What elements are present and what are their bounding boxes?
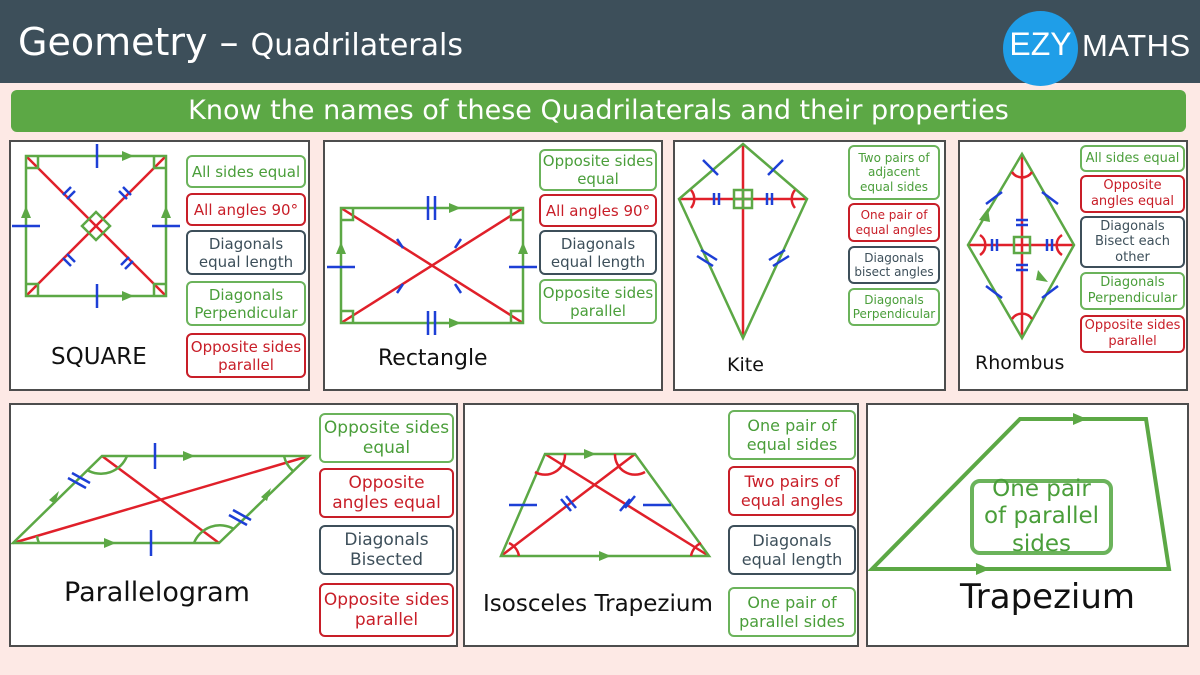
parallelogram-name: Parallelogram: [64, 577, 250, 608]
isosceles-trapezium-panel: Isosceles Trapezium One pair of equal si…: [463, 403, 859, 647]
isosceles-trapezium-name: Isosceles Trapezium: [483, 591, 713, 617]
square-prop-diag-perp: Diagonals Perpendicular: [186, 281, 306, 326]
rectangle-prop-parallel: Opposite sides parallel: [539, 279, 657, 324]
logo-circle: [1003, 11, 1078, 86]
header-bar: Geometry – Quadrilaterals EZY MATHS: [0, 0, 1200, 86]
kite-name: Kite: [727, 354, 764, 376]
square-prop-diag-length: Diagonals equal length: [186, 230, 306, 275]
rectangle-diagram: [327, 196, 537, 335]
square-diagram: [12, 144, 180, 308]
trapezium-panel: One pair of parallel sides Trapezium: [866, 403, 1189, 647]
rhombus-prop-parallel: Opposite sides parallel: [1080, 315, 1185, 353]
rhombus-diagram: [966, 151, 1076, 341]
rectangle-prop-diag-length: Diagonals equal length: [539, 230, 657, 275]
isosceles-prop-sides: One pair of equal sides: [728, 410, 856, 460]
parallelogram-prop-parallel: Opposite sides parallel: [319, 583, 454, 637]
trapezium-prop-parallel: One pair of parallel sides: [970, 476, 1113, 557]
logo-maths-text: MATHS: [1082, 28, 1191, 63]
rhombus-prop-sides: All sides equal: [1080, 145, 1185, 172]
rhombus-prop-angles: Opposite angles equal: [1080, 175, 1185, 213]
rhombus-prop-bisect: Diagonals Bisect each other: [1080, 216, 1185, 268]
parallelogram-diagram: [11, 443, 313, 556]
isosceles-prop-parallel: One pair of parallel sides: [728, 587, 856, 637]
rectangle-prop-sides-equal: Opposite sides equal: [539, 149, 657, 191]
square-panel: SQUARE All sides equal All angles 90° Di…: [9, 140, 310, 391]
title-main: Geometry –: [18, 20, 251, 64]
parallelogram-panel: Parallelogram Opposite sides equal Oppos…: [9, 403, 458, 647]
rectangle-panel: Rectangle Opposite sides equal All angle…: [323, 140, 663, 391]
square-name: SQUARE: [51, 344, 147, 370]
banner: Know the names of these Quadrilaterals a…: [11, 90, 1186, 132]
square-prop-sides-equal: All sides equal: [186, 155, 306, 188]
parallelogram-prop-bisected: Diagonals Bisected: [319, 525, 454, 575]
rhombus-name: Rhombus: [975, 352, 1065, 374]
rectangle-name: Rectangle: [378, 346, 488, 371]
kite-panel: Kite Two pairs of adjacent equal sides O…: [673, 140, 946, 391]
kite-diagram: [677, 142, 809, 341]
kite-prop-bisect: Diagonals bisect angles: [848, 246, 940, 284]
square-prop-parallel: Opposite sides parallel: [186, 333, 306, 378]
parallelogram-prop-sides: Opposite sides equal: [319, 413, 454, 463]
isosceles-prop-diag: Diagonals equal length: [728, 525, 856, 575]
isosceles-prop-angles: Two pairs of equal angles: [728, 466, 856, 516]
kite-prop-adjacent: Two pairs of adjacent equal sides: [848, 145, 940, 200]
trapezium-name: Trapezium: [960, 577, 1136, 617]
rhombus-panel: Rhombus All sides equal Opposite angles …: [958, 140, 1188, 391]
isosceles-trapezium-diagram: [499, 449, 712, 561]
parallelogram-prop-angles: Opposite angles equal: [319, 468, 454, 518]
kite-prop-angles: One pair of equal angles: [848, 203, 940, 242]
title-sub: Quadrilaterals: [250, 28, 463, 63]
rectangle-prop-angles: All angles 90°: [539, 194, 657, 227]
logo-ezy-text: EZY: [1009, 26, 1072, 62]
page-title: Geometry – Quadrilaterals: [18, 20, 463, 64]
square-prop-angles: All angles 90°: [186, 193, 306, 226]
rhombus-prop-perp: Diagonals Perpendicular: [1080, 272, 1185, 310]
trapezium-diagram: [868, 413, 1172, 575]
kite-prop-perp: Diagonals Perpendicular: [848, 288, 940, 326]
